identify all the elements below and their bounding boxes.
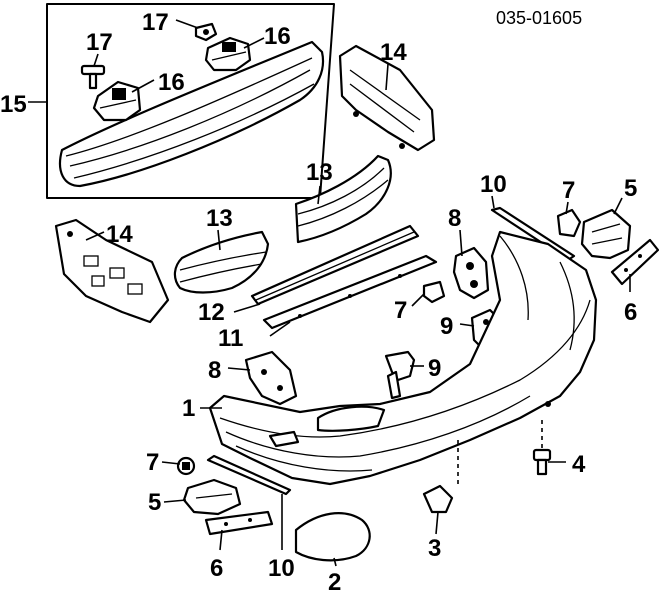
support-bracket-6-left: [204, 510, 274, 536]
energy-absorber-14-left: [54, 218, 170, 324]
callout-15: 15: [0, 91, 27, 118]
clip-7-lower-left: [176, 456, 196, 476]
energy-absorber-14-right: [338, 44, 436, 152]
callout-8-upper: 8: [448, 205, 461, 232]
callout-9-lower: 9: [428, 355, 441, 382]
support-bracket-6-right: [610, 238, 659, 286]
leader-lines: [28, 19, 631, 567]
callout-labels: 17 17 16 16 15 14 14 13 13 12 11 10 10 8…: [0, 9, 637, 596]
clip-7-upper-right: [556, 208, 582, 238]
strip-retainer-11: [262, 254, 438, 330]
callout-2: 2: [328, 569, 341, 596]
callout-17-left: 17: [86, 29, 113, 56]
bracket-16-upper: [204, 36, 252, 72]
callout-12: 12: [198, 299, 225, 326]
callout-9-upper: 9: [440, 313, 453, 340]
callout-1: 1: [182, 395, 195, 422]
reflector-2: [294, 512, 371, 562]
bumper-cover-1: [208, 230, 598, 486]
callout-10-lower: 10: [268, 555, 295, 582]
callout-3: 3: [428, 535, 441, 562]
diagram-code: 035-01605: [496, 8, 582, 28]
callout-14-left: 14: [106, 221, 133, 248]
callout-11: 11: [218, 325, 243, 352]
callout-16-lower: 16: [158, 69, 185, 96]
trim-strip-10-lower: [206, 454, 292, 496]
side-bracket-8-upper: [452, 246, 490, 300]
bumper-reinforcement: [58, 40, 325, 188]
callout-13-right: 13: [306, 159, 333, 186]
callout-7-upper-right: 7: [562, 177, 575, 204]
callout-5-left: 5: [148, 489, 161, 516]
sensor-3: [422, 440, 459, 514]
center-strip-12: [250, 224, 420, 306]
mount-bracket-9-lower: [384, 350, 416, 400]
callout-10-upper: 10: [480, 171, 507, 198]
callout-6-right: 6: [624, 299, 637, 326]
callout-16-upper: 16: [264, 23, 291, 50]
callout-6-left: 6: [210, 555, 223, 582]
callout-17-top: 17: [142, 9, 169, 36]
fastener-17-nut: [194, 22, 218, 42]
clip-7-center: [422, 280, 446, 304]
bracket-16-lower: [92, 80, 142, 122]
corner-bracket-5-right: [580, 208, 632, 260]
callout-8-lower: 8: [208, 357, 221, 384]
side-molding-13-right: [294, 154, 392, 244]
side-molding-13-left: [173, 230, 270, 294]
side-bracket-8-lower: [244, 350, 298, 406]
callout-4: 4: [572, 451, 586, 478]
fastener-17-bolt: [80, 64, 106, 90]
callout-7-center: 7: [394, 297, 407, 324]
callout-13-left: 13: [206, 205, 233, 232]
callout-5-right: 5: [624, 175, 637, 202]
corner-bracket-5-left: [182, 478, 242, 516]
bolt-4: [532, 420, 552, 476]
callout-14-right: 14: [380, 39, 407, 66]
callout-7-lower-left: 7: [146, 449, 159, 476]
